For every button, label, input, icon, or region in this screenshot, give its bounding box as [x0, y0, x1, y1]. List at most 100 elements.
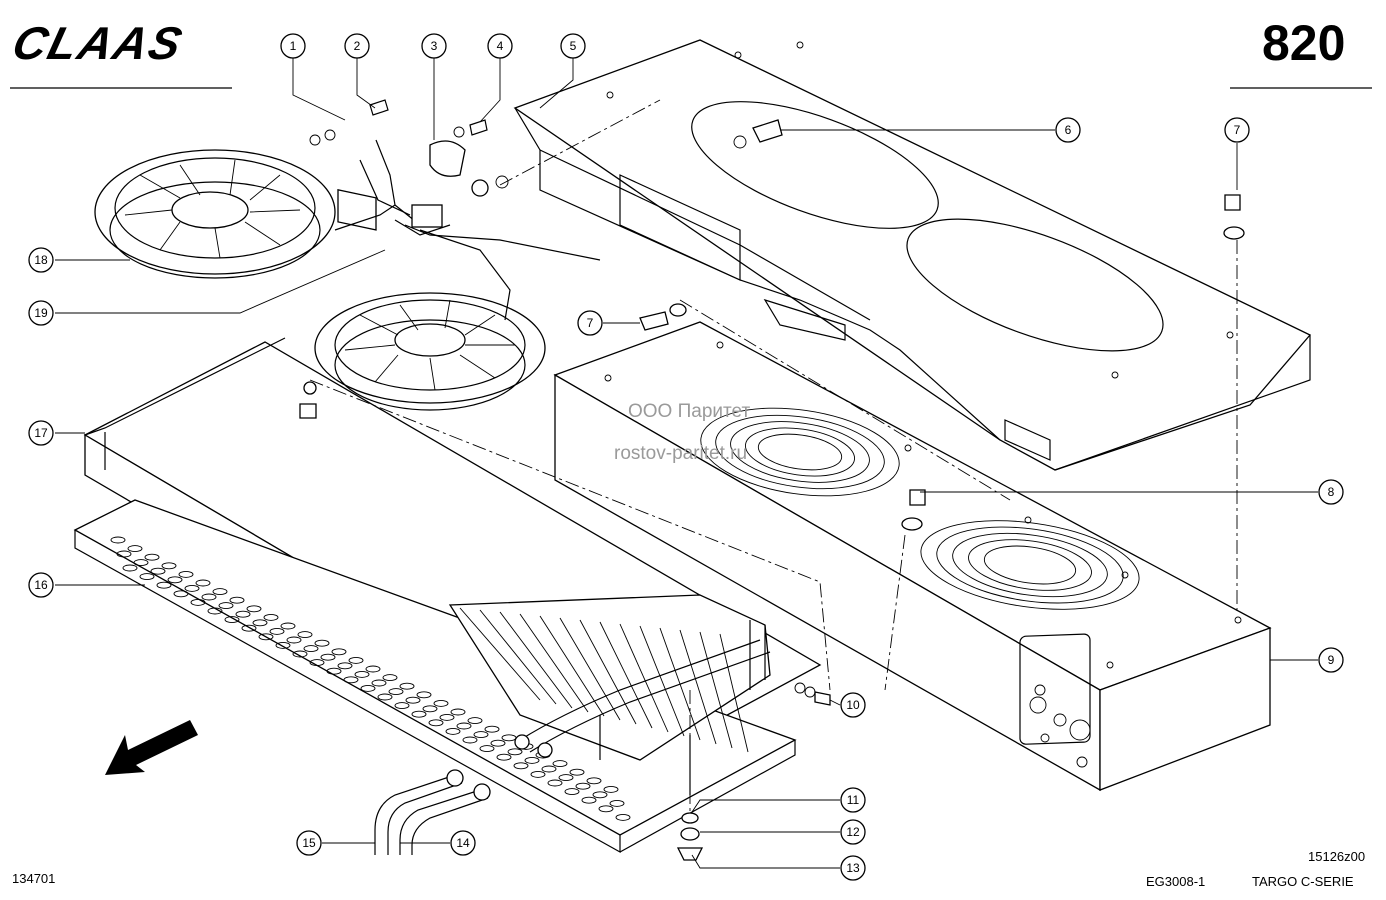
svg-text:11: 11 — [847, 793, 860, 807]
filter-cell — [416, 691, 432, 699]
filter-cell — [377, 693, 393, 701]
fin-line — [599, 621, 653, 729]
filter-cell — [241, 624, 257, 632]
filter-cell — [388, 688, 404, 696]
filter-cell — [411, 710, 427, 718]
fin-line — [639, 625, 685, 737]
filter-cell — [462, 736, 478, 744]
callout-16: 16 — [28, 572, 54, 598]
filter-cell — [252, 619, 268, 627]
footer-group-code: EG3008-1 — [1146, 874, 1206, 889]
filter-cell — [195, 579, 211, 587]
filter-cell — [297, 631, 313, 639]
filter-cell — [394, 702, 410, 710]
filter-cell — [127, 545, 143, 553]
filter-cell — [212, 588, 228, 596]
filter-cell — [405, 696, 421, 704]
filter-cell — [569, 768, 585, 776]
svg-text:18: 18 — [34, 253, 48, 267]
filter-cell — [586, 777, 602, 785]
watermark-line-1: ООО Паритет — [628, 401, 751, 422]
wiring-harness — [309, 99, 783, 321]
filter-cell — [218, 602, 234, 610]
callout-4: 4 — [487, 33, 513, 59]
filter-cell — [184, 584, 200, 592]
svg-text:16: 16 — [34, 578, 48, 592]
filter-cell — [303, 645, 319, 653]
filter-cell — [326, 667, 342, 675]
callout-19: 19 — [28, 300, 54, 326]
filter-cell — [275, 641, 291, 649]
filter-cell — [286, 636, 302, 644]
filter-cell — [598, 805, 614, 813]
filter-cell — [348, 656, 364, 664]
callout-14: 14 — [450, 830, 476, 856]
filter-cell — [524, 756, 540, 764]
watermark-line-2: rostov-paritet.ru — [614, 443, 748, 464]
svg-text:9: 9 — [1328, 653, 1335, 667]
filter-cell — [382, 674, 398, 682]
fin-line — [519, 613, 589, 713]
filter-cell — [133, 559, 149, 567]
callout-1: 1 — [280, 33, 306, 59]
filter-cell — [337, 662, 353, 670]
filter-cell — [428, 719, 444, 727]
svg-text:5: 5 — [570, 39, 577, 53]
filter-cell — [309, 659, 325, 667]
filter-cell — [263, 613, 279, 621]
svg-text:12: 12 — [846, 825, 860, 839]
filter-cell — [581, 796, 597, 804]
filter-cell — [456, 722, 472, 730]
blower-fan-lower — [314, 292, 546, 411]
filter-cell — [365, 665, 381, 673]
callout-6: 6 — [1055, 117, 1081, 143]
filter-cell — [433, 699, 449, 707]
filter-cell — [258, 633, 274, 641]
callout-7-mid: 7 — [577, 310, 603, 336]
filter-cell — [552, 760, 568, 768]
footer-series: TARGO C-SERIE — [1252, 874, 1354, 889]
fin-line — [719, 633, 749, 753]
svg-text:6: 6 — [1065, 123, 1072, 137]
evaporator-box — [553, 321, 1272, 792]
filter-cell — [513, 762, 529, 770]
filter-cell — [592, 791, 608, 799]
filter-cell — [445, 727, 461, 735]
svg-text:13: 13 — [846, 861, 860, 875]
filter-cell — [354, 670, 370, 678]
callout-15: 15 — [296, 830, 322, 856]
svg-text:8: 8 — [1328, 485, 1335, 499]
svg-text:17: 17 — [34, 426, 48, 440]
filter-cell — [615, 813, 631, 821]
svg-text:14: 14 — [456, 836, 470, 850]
filter-cell — [484, 725, 500, 733]
fin-line — [459, 607, 541, 701]
svg-text:19: 19 — [34, 306, 48, 320]
svg-text:10: 10 — [846, 698, 860, 712]
filter-cell — [110, 536, 126, 544]
callout-11: 11 — [840, 787, 866, 813]
footer-drawing-ref: 15126z00 — [1308, 849, 1366, 864]
callout-18: 18 — [28, 247, 54, 273]
filter-cell — [116, 550, 132, 558]
filter-cell — [314, 639, 330, 647]
svg-text:15: 15 — [302, 836, 316, 850]
fin-line — [699, 631, 733, 749]
fin-line — [619, 623, 669, 733]
filter-cell — [467, 717, 483, 725]
filter-cell — [371, 679, 387, 687]
callout-10: 10 — [840, 692, 866, 718]
filter-cell — [496, 753, 512, 761]
leader-lines — [55, 58, 1318, 869]
assembly-guide-lines — [309, 99, 1238, 815]
fin-line — [679, 629, 717, 745]
fin-line — [539, 615, 605, 717]
filter-cell — [473, 731, 489, 739]
filter-cell — [280, 622, 296, 630]
direction-arrow — [105, 720, 198, 775]
callout-3: 3 — [421, 33, 447, 59]
svg-text:1: 1 — [290, 39, 297, 53]
filter-cell — [564, 788, 580, 796]
filter-cell — [320, 653, 336, 661]
